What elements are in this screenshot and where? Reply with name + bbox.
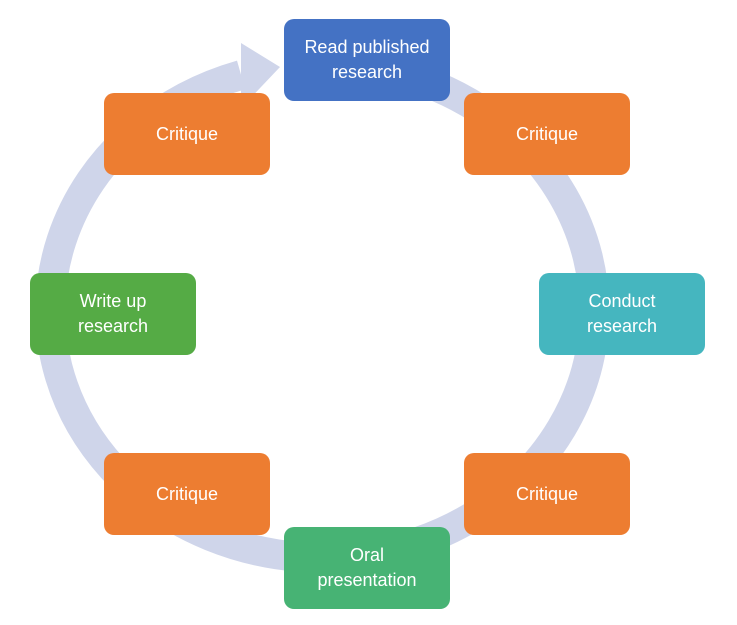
node-label: Read published research [304,37,430,82]
node-read-published-research: Read published research [284,19,450,101]
node-conduct-research: Conduct research [539,273,705,355]
node-oral-presentation: Oral presentation [284,527,450,609]
node-critique-top-right: Critique [464,93,630,175]
node-label: Critique [155,123,219,144]
node-label: Critique [515,483,579,504]
node-critique-bottom-left: Critique [104,453,270,535]
node-label: Conduct research [586,291,658,336]
node-label: Critique [515,123,579,144]
node-critique-bottom-right: Critique [464,453,630,535]
node-label: Oral presentation [317,545,417,590]
node-write-up-research: Write up research [30,273,196,355]
node-label: Write up research [77,291,149,336]
cycle-arrow-head [241,43,280,108]
node-critique-top-left: Critique [104,93,270,175]
node-label: Critique [155,483,219,504]
